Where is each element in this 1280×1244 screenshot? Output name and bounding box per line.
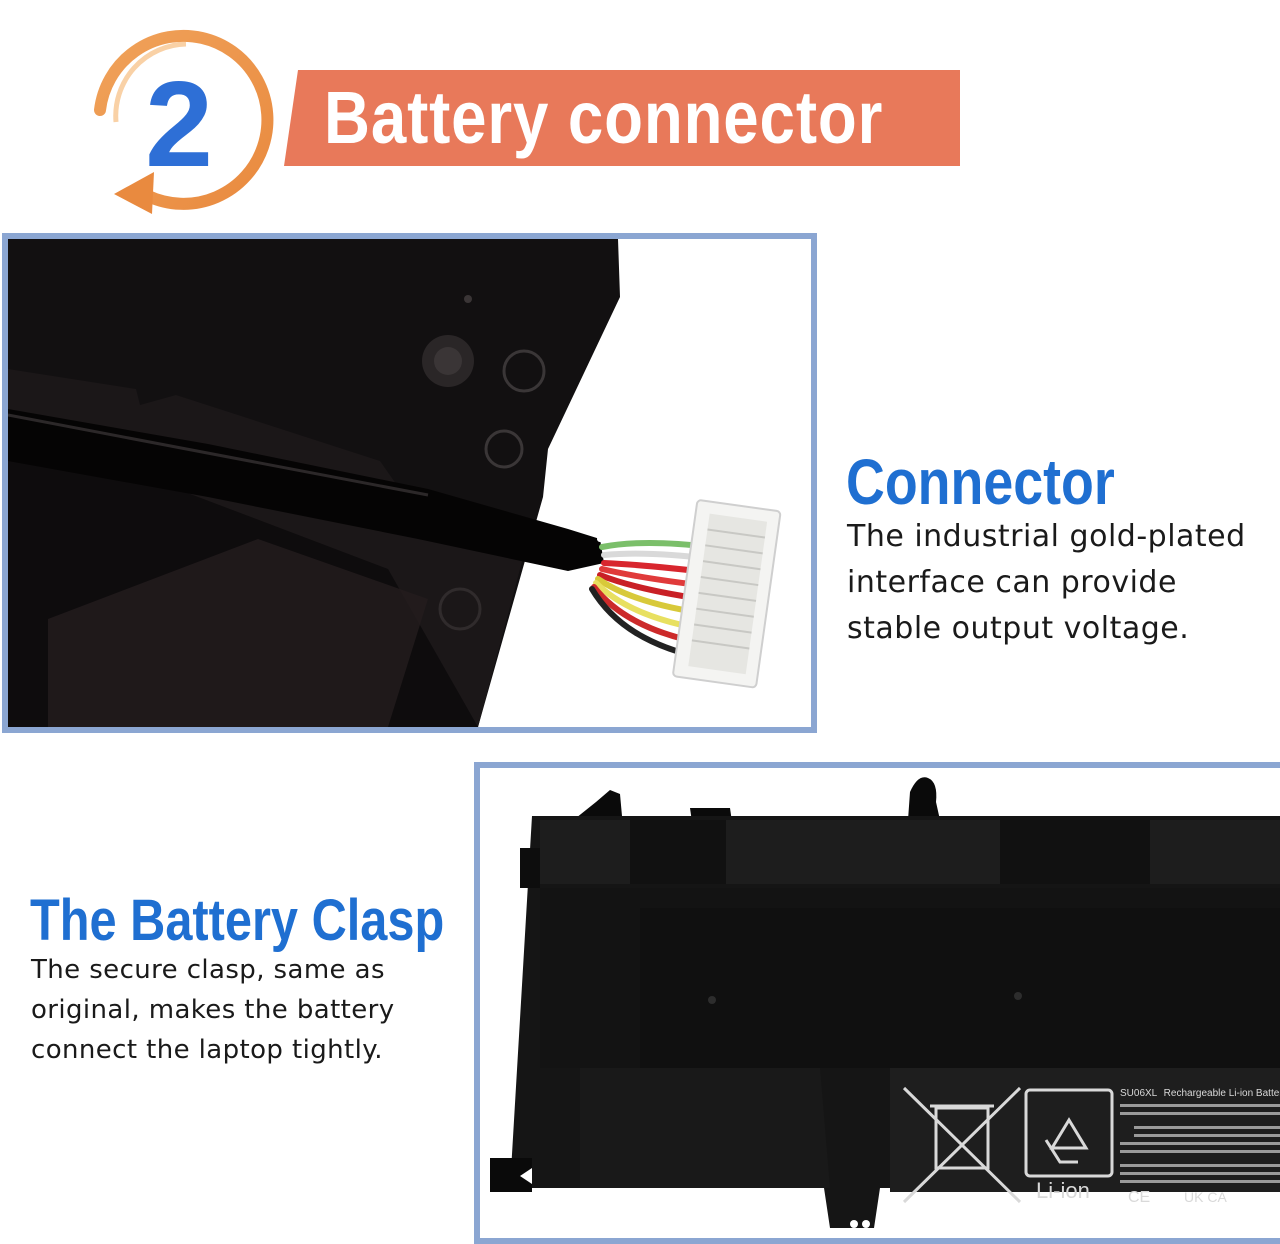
battery-description: Rechargeable Li-ion Battery [1164,1088,1280,1099]
title-banner: Battery connector [284,70,960,166]
ukca-mark: UK CA [1184,1189,1227,1205]
connector-heading: Connector [846,446,1115,518]
li-ion-mark: Li-ion [1036,1178,1090,1203]
battery-clasp-photo: Li-ion SU06XL Rechargeable Li-ion Batter… [474,762,1280,1244]
step-arrow-icon: 2 [94,29,274,214]
step-number: 2 [145,56,213,192]
page-title: Battery connector [324,76,884,159]
ce-mark: CE [1128,1189,1150,1206]
step-badge: 2 [78,14,288,226]
connector-description: The industrial gold-plated interface can… [847,519,1246,646]
battery-model: SU06XL [1120,1088,1158,1099]
svg-text:SU06XL Rechargeable Li-i: SU06XL Rechargeable Li-ion Battery [1120,1088,1280,1099]
clasp-heading: The Battery Clasp [30,888,445,953]
connector-photo [2,233,817,733]
clasp-description: The secure clasp, same as original, make… [31,955,395,1065]
